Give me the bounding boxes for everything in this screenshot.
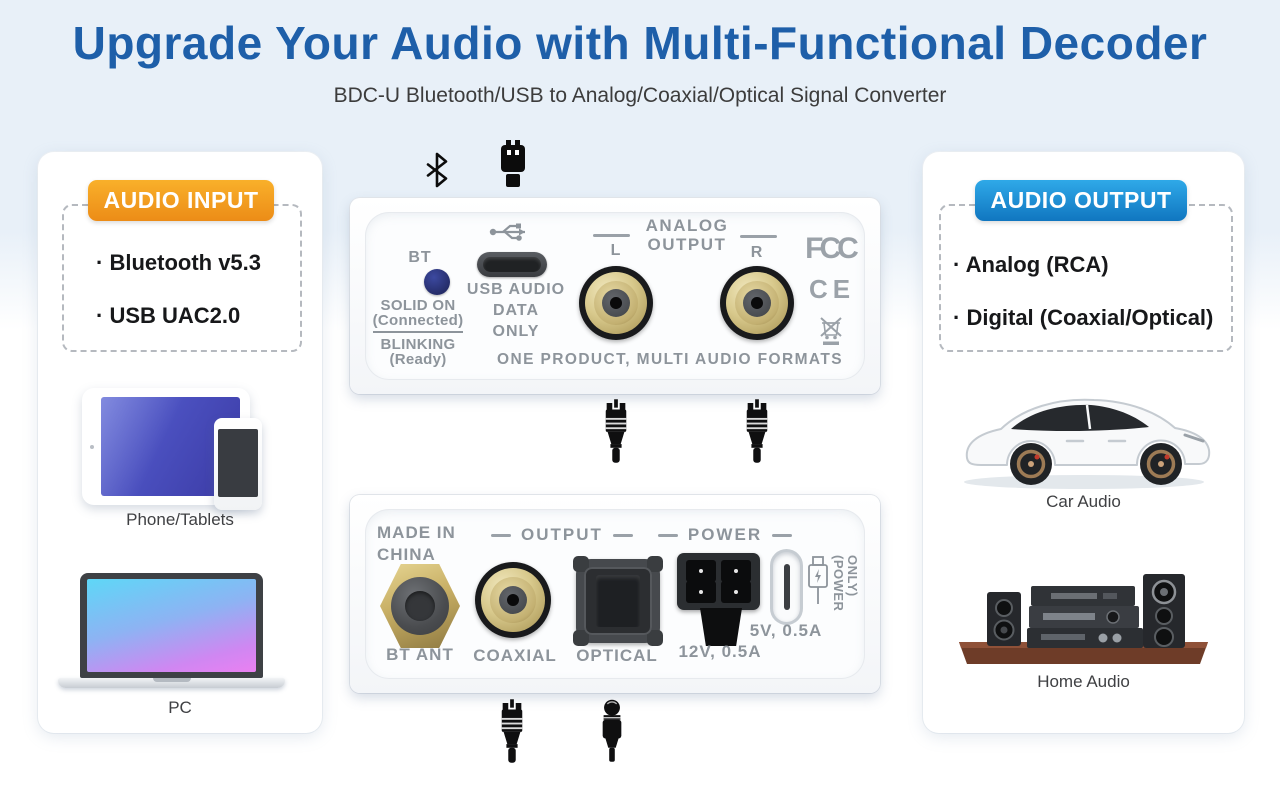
usb-trident-icon <box>489 223 525 241</box>
phone-illustration <box>214 418 262 510</box>
bt-led-label: BT <box>408 249 432 266</box>
decoder-front-panel: BT SOLID ON (Connected) BLINKING (Ready)… <box>350 198 880 394</box>
phone-tablets-label: Phone/Tablets <box>126 510 234 529</box>
usb-note-line3: ONLY <box>492 323 540 340</box>
laptop-illustration <box>80 573 263 678</box>
rca-jack-right <box>720 266 794 340</box>
rca-jack-left <box>579 266 653 340</box>
page-title: Upgrade Your Audio with Multi-Functional… <box>72 17 1208 69</box>
rca-cable-left <box>605 399 627 463</box>
coaxial-label: COAXIAL <box>473 646 557 665</box>
car-audio-label: Car Audio <box>1046 492 1121 511</box>
weee-bin-icon <box>820 317 842 345</box>
phone-screen <box>218 429 258 497</box>
usb-rating-label: 5V, 0.5A <box>749 621 823 640</box>
bluetooth-icon <box>426 152 448 188</box>
optical-cable <box>602 699 622 762</box>
right-channel-label: R <box>750 244 764 261</box>
right-channel-dash <box>740 235 777 238</box>
power-heading: POWER <box>642 525 808 545</box>
usb-note-line1: USB AUDIO <box>466 281 566 298</box>
power-connector-tab <box>700 608 742 646</box>
audio-output-card: · Analog (RCA) · Digital (Coaxial/Optica… <box>923 152 1244 733</box>
feature-digital: · Digital (Coaxial/Optical) <box>953 305 1214 330</box>
analog-line1: ANALOG <box>645 216 729 235</box>
optical-port <box>573 556 663 646</box>
usb-power-icon <box>808 556 828 604</box>
bt-status-connected: (Connected) <box>372 313 464 333</box>
audio-input-card: · Bluetooth v5.3 · USB UAC2.0 AUDIO INPU… <box>38 152 322 733</box>
ce-mark: CE <box>808 274 856 304</box>
usb-audio-note: USB AUDIO DATA ONLY <box>436 279 596 342</box>
made-in-china-label: MADE IN CHINA <box>377 522 497 566</box>
usb-c-power-port <box>773 552 800 622</box>
bt-status-note: SOLID ON (Connected) BLINKING (Ready) <box>360 298 476 367</box>
feature-bluetooth: · Bluetooth v5.3 <box>96 250 262 275</box>
laptop-base <box>58 678 285 688</box>
coaxial-jack <box>475 562 551 638</box>
usb-c-data-slot <box>483 257 541 272</box>
optical-label: OPTICAL <box>576 646 658 665</box>
usb-cable-icon <box>501 140 525 187</box>
power-heading-text: POWER <box>687 525 763 544</box>
page-subtitle: BDC-U Bluetooth/USB to Analog/Coaxial/Op… <box>333 84 947 107</box>
feature-usb: · USB UAC2.0 <box>96 303 241 328</box>
decoder-rear-panel: MADE IN CHINA BT ANT OUTPUT COAXIAL OPTI… <box>350 495 880 693</box>
made-in-line1: MADE IN <box>377 523 456 542</box>
dc-rating-label: 12V, 0.5A <box>678 642 762 661</box>
analog-output-heading: ANALOG OUTPUT <box>617 216 757 254</box>
home-audio-label: Home Audio <box>1037 672 1130 691</box>
usb-note-line2: DATA <box>492 302 540 319</box>
analog-line2: OUTPUT <box>647 235 727 254</box>
tablet-camera-dot <box>90 444 94 449</box>
fcc-mark: FCC <box>805 232 859 265</box>
audio-input-badge: AUDIO INPUT <box>88 180 274 221</box>
bt-status-blinking: BLINKING <box>380 336 456 353</box>
laptop-screen <box>87 579 256 672</box>
pc-label: PC <box>168 698 192 717</box>
audio-output-feature-box: · Analog (RCA) · Digital (Coaxial/Optica… <box>939 204 1233 352</box>
audio-output-badge: AUDIO OUTPUT <box>975 180 1187 221</box>
bt-ant-label: BT ANT <box>386 645 454 664</box>
output-heading: OUTPUT <box>477 525 647 545</box>
car-illustration <box>964 398 1211 489</box>
left-channel-label: L <box>610 242 622 259</box>
usb-c-data-port <box>477 252 547 277</box>
bt-status-ready: (Ready) <box>389 351 447 368</box>
power-only-note: (POWER ONLY) <box>831 555 860 612</box>
feature-analog: · Analog (RCA) <box>953 252 1109 277</box>
front-panel-tagline: ONE PRODUCT, MULTI AUDIO FORMATS <box>497 351 843 368</box>
rca-cable-right <box>746 399 768 463</box>
left-channel-dash <box>593 234 630 237</box>
coaxial-cable <box>501 699 523 763</box>
laptop-notch <box>152 678 191 682</box>
audio-input-feature-box: · Bluetooth v5.3 · USB UAC2.0 <box>62 204 302 352</box>
output-heading-text: OUTPUT <box>521 525 603 544</box>
made-in-line2: CHINA <box>377 545 436 564</box>
home-audio-illustration <box>959 574 1208 664</box>
power-connector-4pin <box>677 553 760 610</box>
bt-led <box>424 269 450 295</box>
bt-status-solid: SOLID ON <box>380 297 456 314</box>
